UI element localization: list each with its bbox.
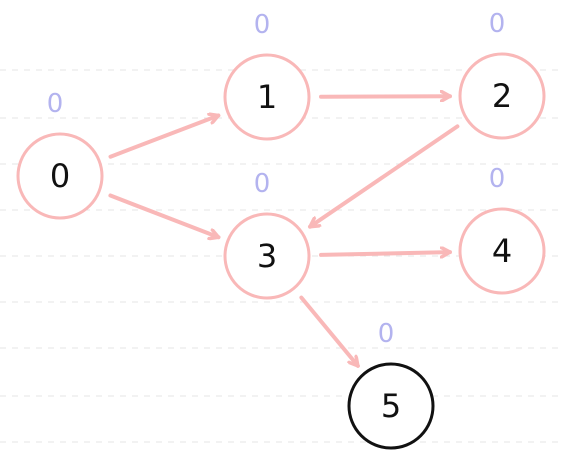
edge-arrow-2-to-3 <box>308 124 460 229</box>
node-badge: 0 <box>489 9 506 39</box>
node-label: 2 <box>492 77 512 115</box>
edge-layer <box>108 96 460 368</box>
node-badge: 0 <box>254 10 271 40</box>
edge-arrow-1-to-2 <box>319 96 452 97</box>
node-circle <box>223 53 311 141</box>
node-label: 3 <box>257 237 277 275</box>
node-label: 4 <box>492 232 512 270</box>
node-label: 5 <box>381 387 401 425</box>
node-circle <box>223 212 311 300</box>
node-circle <box>347 362 435 450</box>
node-label: 1 <box>257 78 277 116</box>
node-badge: 0 <box>378 319 395 349</box>
graph-node-0[interactable]: 00 <box>16 89 104 220</box>
node-circle <box>16 132 104 220</box>
node-badge: 0 <box>254 169 271 199</box>
edge-arrow-3-to-5 <box>299 295 360 368</box>
node-badge: 0 <box>489 164 506 194</box>
graph-node-1[interactable]: 10 <box>223 10 311 141</box>
edge-arrow-0-to-1 <box>108 116 221 159</box>
graph-node-2[interactable]: 20 <box>458 9 546 140</box>
graph-node-3[interactable]: 30 <box>223 169 311 300</box>
node-label: 0 <box>50 157 70 195</box>
graph-node-4[interactable]: 40 <box>458 164 546 295</box>
edge-arrow-0-to-3 <box>108 193 221 238</box>
graph-node-5[interactable]: 50 <box>347 319 435 450</box>
node-circle <box>458 52 546 140</box>
edge-arrow-3-to-4 <box>319 252 452 255</box>
node-circle <box>458 207 546 295</box>
node-badge: 0 <box>47 89 64 119</box>
